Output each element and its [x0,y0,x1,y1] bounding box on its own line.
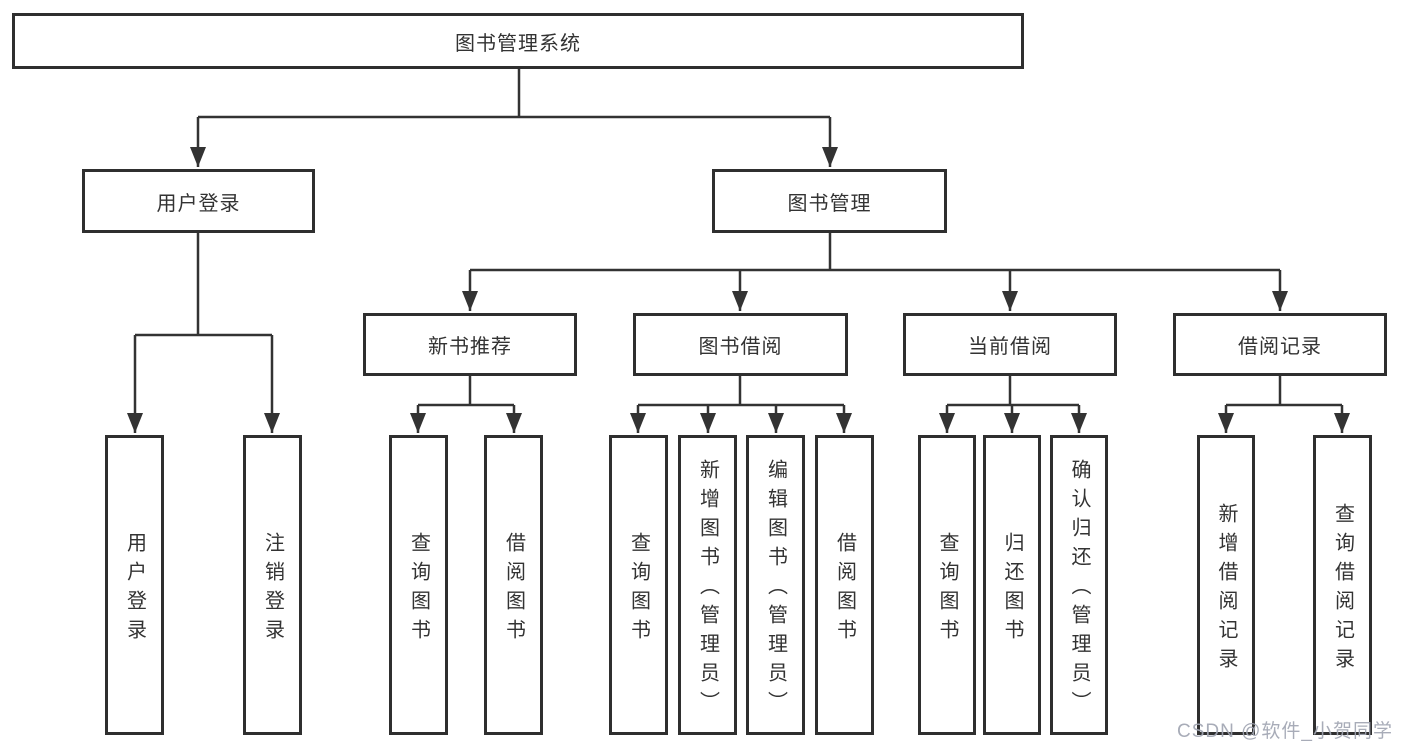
leaf-query-borrow-record: 查询借阅记录 [1313,435,1372,735]
node-current-borrowing: 当前借阅 [903,313,1117,376]
leaf-borrow-books-label: 借阅图书 [833,531,856,648]
leaf-recommend-borrow-books: 借阅图书 [484,435,543,735]
leaf-logout-label: 注销登录 [261,531,284,648]
leaf-logout: 注销登录 [243,435,302,735]
leaf-borrow-books: 借阅图书 [815,435,874,735]
leaf-query-borrow-record-label: 查询借阅记录 [1331,502,1354,677]
node-library-management-system: 图书管理系统 [12,13,1024,69]
leaf-user-login: 用户登录 [105,435,164,735]
leaf-add-books-admin: 新增图书（管理员） [678,435,737,735]
node-borrowing-records: 借阅记录 [1173,313,1387,376]
leaf-return-books-label: 归还图书 [1001,531,1023,648]
node-new-book-recommendation: 新书推荐 [363,313,577,376]
leaf-borrow-query-books: 查询图书 [609,435,668,735]
leaf-confirm-return-admin: 确认归还（管理员） [1050,435,1108,735]
node-book-management: 图书管理 [712,169,947,233]
leaf-recommend-query-books-label: 查询图书 [407,531,430,648]
node-user-login: 用户登录 [82,169,315,233]
leaf-current-query-books-label: 查询图书 [936,531,958,648]
leaf-user-login-label: 用户登录 [123,531,146,648]
leaf-edit-books-admin-label: 编辑图书（管理员） [764,459,787,720]
leaf-confirm-return-admin-label: 确认归还（管理员） [1068,459,1090,720]
node-book-borrowing: 图书借阅 [633,313,848,376]
leaf-recommend-query-books: 查询图书 [389,435,448,735]
leaf-add-books-admin-label: 新增图书（管理员） [696,459,719,720]
leaf-edit-books-admin: 编辑图书（管理员） [746,435,805,735]
leaf-recommend-borrow-books-label: 借阅图书 [502,531,525,648]
csdn-watermark: CSDN @软件_小贺同学 [1177,721,1393,742]
leaf-current-query-books: 查询图书 [918,435,976,735]
leaf-add-borrow-record: 新增借阅记录 [1197,435,1255,735]
leaf-borrow-query-books-label: 查询图书 [627,531,650,648]
leaf-return-books: 归还图书 [983,435,1041,735]
leaf-add-borrow-record-label: 新增借阅记录 [1215,502,1237,677]
